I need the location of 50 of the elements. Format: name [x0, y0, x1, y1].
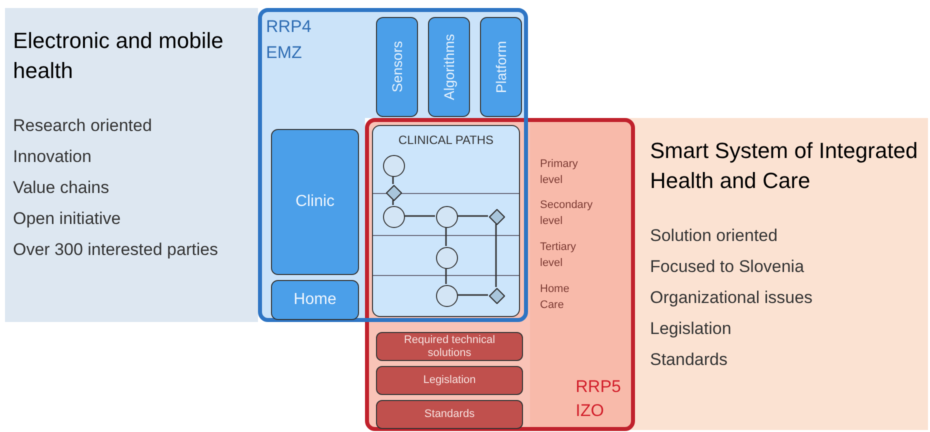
path-connector [445, 268, 447, 284]
path-connector [457, 215, 488, 217]
path-diamond [386, 185, 402, 201]
component-box [480, 17, 522, 117]
topic-box [376, 400, 523, 429]
setting-box [271, 129, 359, 275]
path-connector [445, 227, 447, 246]
list-item: Organizational issues [650, 287, 813, 309]
program-code: RRP4 [266, 16, 312, 38]
box-label: Required technical solutions [402, 334, 496, 360]
box-label: Legislation [423, 374, 476, 387]
path-connector [392, 176, 394, 184]
path-connector [392, 200, 394, 205]
list-item: Legislation [650, 318, 732, 340]
box-label: Home [294, 290, 336, 310]
list-item: Solution oriented [650, 225, 778, 247]
topic-box [376, 332, 523, 361]
vertical-label: Algorithms [440, 34, 458, 100]
topic-box [376, 366, 523, 395]
list-item: Value chains [13, 177, 110, 199]
level-label: Primary level [540, 157, 579, 188]
box-label: Clinic [295, 192, 335, 212]
clinical-paths-box [372, 125, 520, 317]
list-item: Focused to Slovenia [650, 256, 804, 278]
program-code: IZO [576, 400, 604, 422]
path-diamond [489, 288, 505, 304]
program-code: RRP5 [576, 376, 621, 398]
level-label: Home Care [540, 282, 570, 313]
box-label: Standards [424, 408, 475, 421]
box-heading: CLINICAL PATHS [398, 132, 494, 149]
component-box [428, 17, 470, 117]
program-code: EMZ [266, 42, 302, 64]
path-connector [495, 224, 497, 287]
vertical-label: Platform [492, 40, 510, 94]
component-box [376, 17, 418, 117]
level-label: Secondary level [540, 198, 594, 229]
path-diamond [489, 209, 505, 225]
list-item: Open initiative [13, 208, 121, 230]
vertical-label: Sensors [388, 41, 406, 93]
heading: Smart System of Integrated Health and Care [650, 137, 919, 195]
setting-box [271, 280, 359, 320]
list-item: Research oriented [13, 115, 152, 137]
level-label: Tertiary level [540, 240, 578, 271]
topic-panel [5, 8, 258, 322]
path-connector [457, 294, 488, 296]
list-item: Standards [650, 349, 728, 371]
path-connector [404, 215, 435, 217]
list-item: Innovation [13, 146, 92, 168]
heading: Electronic and mobile health [13, 27, 224, 85]
list-item: Over 300 interested parties [13, 239, 218, 261]
